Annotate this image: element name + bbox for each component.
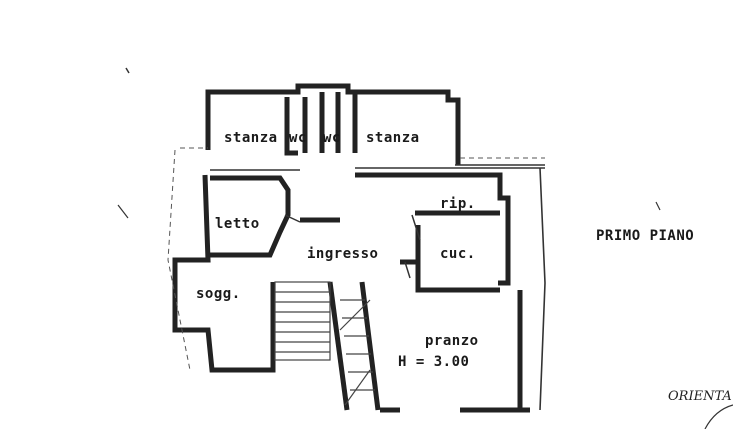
room-label-cuc: cuc.: [440, 246, 476, 262]
dashed-outlines: [167, 147, 545, 371]
line-right-bay: [539, 167, 546, 411]
staircase: [274, 281, 375, 406]
orientation-label: ORIENTA: [668, 389, 732, 404]
stair-diagonal: [339, 299, 371, 331]
floor-title: PRIMO PIANO: [596, 228, 694, 244]
room-label-letto: letto: [215, 216, 260, 232]
stair-diagonal: [344, 369, 371, 406]
room-label-stanza-right: stanza: [366, 130, 420, 146]
door-marks: [117, 67, 733, 429]
wall-corridor-top: [355, 172, 511, 286]
thin-lines: [210, 164, 546, 411]
orientation-compass-arc: [704, 404, 733, 429]
room-label-sogg: sogg.: [196, 286, 241, 302]
wall-cuc: [415, 225, 500, 293]
door-mark: [404, 261, 411, 279]
stair-box: [274, 281, 331, 361]
stray-mark: [117, 204, 129, 219]
room-labels: stanza wc wc stanza letto rip. ingresso …: [196, 130, 479, 370]
walls: [172, 83, 530, 413]
wall-stair-left: [327, 281, 350, 411]
wall-stanza-left: [284, 97, 298, 156]
wall-outer-top: [205, 83, 461, 165]
line-corridor: [210, 167, 545, 171]
door-mark: [411, 214, 421, 241]
wall-left-middle: [172, 174, 276, 373]
stray-mark: [655, 201, 661, 211]
room-label-ingresso: ingresso: [307, 246, 378, 262]
stray-mark: [125, 67, 130, 74]
dash-left-balcony: [167, 147, 208, 371]
room-label-pranzo: pranzo: [425, 333, 479, 349]
wall-letto: [210, 175, 291, 258]
door-mark: [284, 214, 301, 223]
wall-stair-right: [359, 281, 381, 411]
wall-pranzo-right: [517, 290, 530, 413]
room-label-stanza-left: stanza: [224, 130, 278, 146]
height-note: H = 3.00: [398, 354, 469, 370]
room-label-rip: rip.: [440, 196, 476, 212]
room-label-wc-1: wc: [289, 130, 307, 146]
room-label-wc-2: wc: [323, 130, 341, 146]
